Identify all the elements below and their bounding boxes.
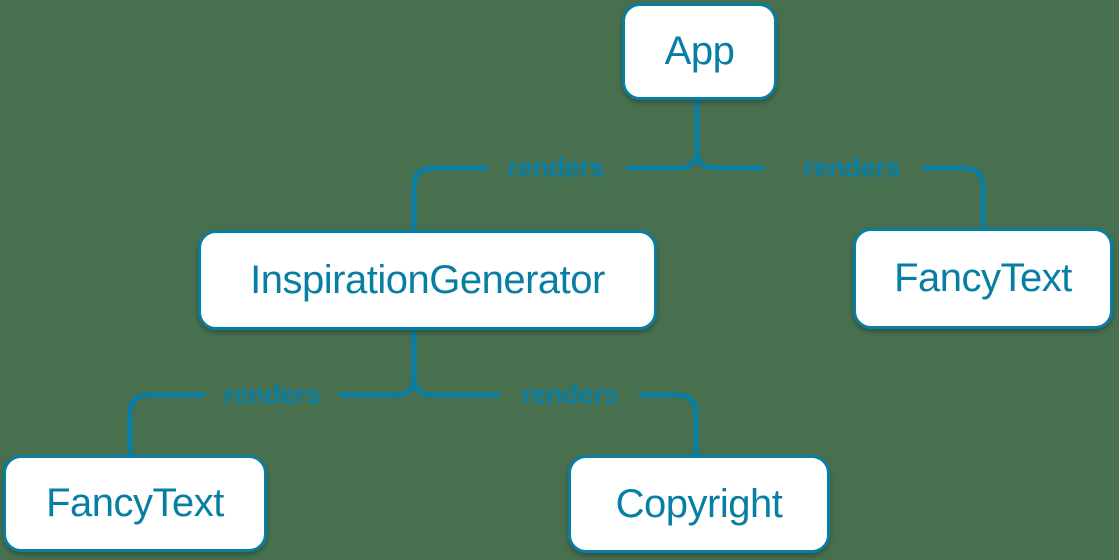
node-inspiration-generator-label: InspirationGenerator (250, 257, 605, 302)
node-fancy-text-bottom: FancyText (3, 455, 267, 552)
edge-inspirationgenerator-to-copyright-upper (411, 327, 501, 398)
edge-label-renders-inspirationgenerator-fancytext: renders (223, 379, 321, 410)
node-app-label: App (664, 29, 735, 73)
node-inspiration-generator: InspirationGenerator (198, 230, 657, 330)
node-fancy-text-bottom-label: FancyText (46, 481, 224, 525)
edge-app-to-inspirationgenerator-upper (625, 97, 700, 171)
edge-app-to-inspirationgenerator-lower (411, 165, 489, 233)
edge-label-renders-app-inspirationgenerator: renders (507, 152, 605, 183)
edge-app-to-fancytext-upper (694, 97, 765, 171)
node-fancy-text-top: FancyText (853, 228, 1113, 329)
edge-label-renders-app-fancytext: renders (803, 152, 901, 183)
edge-inspirationgenerator-to-fancytext-lower (127, 392, 206, 458)
node-copyright: Copyright (568, 455, 830, 553)
node-app: App (622, 3, 777, 100)
node-copyright-label: Copyright (615, 481, 783, 526)
edge-inspirationgenerator-to-fancytext-upper (338, 327, 417, 398)
edge-label-renders-inspirationgenerator-copyright: renders (521, 379, 619, 410)
node-fancy-text-top-label: FancyText (894, 256, 1072, 300)
edge-inspirationgenerator-to-copyright-lower (638, 392, 699, 458)
edge-app-to-fancytext-lower (921, 165, 986, 231)
